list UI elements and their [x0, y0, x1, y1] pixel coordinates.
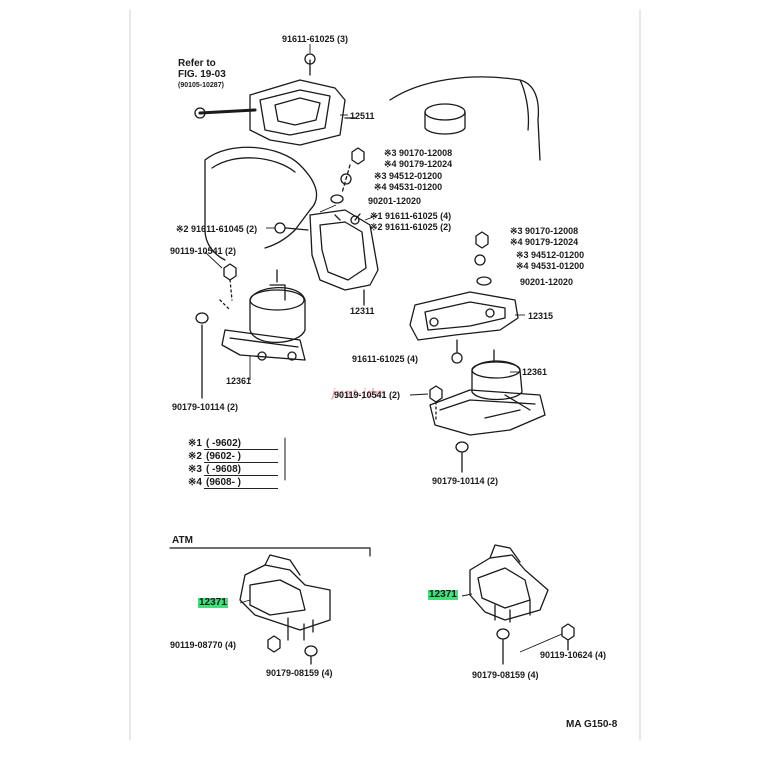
label-12361-right: 12361	[522, 367, 548, 377]
label-12361-left: 12361	[226, 376, 252, 386]
label-12311: 12311	[350, 306, 375, 316]
engine-block-outline	[204, 146, 318, 261]
transmission-outline	[389, 76, 541, 161]
watermark: just-jdm	[332, 386, 387, 400]
label-90179-12024-b: ※4 90179-12024	[510, 237, 579, 247]
mount-12361-left-shape	[249, 287, 306, 343]
bracket-12315-shape	[409, 291, 519, 341]
label-90201-12020-a: 90201-12020	[368, 196, 422, 206]
label-94512-01200-a: ※3 94512-01200	[374, 171, 443, 181]
key-row-4: ※4(9608- )	[188, 477, 278, 489]
label-90119-08770: 90119-08770 (4)	[170, 640, 237, 650]
label-12371-left: 12371	[198, 597, 228, 608]
bracket-12311-shape	[309, 209, 379, 291]
bracket-12511-shape	[249, 79, 346, 146]
label-90119-10541-top: 90119-10541 (2)	[170, 246, 237, 256]
label-91611-61045-2: ※2 91611-61045 (2)	[176, 224, 258, 234]
key-row-2: ※2(9602- )	[188, 451, 278, 463]
cap-shape	[424, 103, 466, 121]
label-12371-right: 12371	[428, 589, 458, 600]
label-94512-01200-b: ※3 94512-01200	[516, 250, 585, 260]
label-12511: 12511	[350, 111, 375, 121]
label-90201-12020-b: 90201-12020	[520, 277, 574, 287]
label-91611-61025-4a: ※1 91611-61025 (4)	[370, 211, 452, 221]
key-row-3: ※3( -9608)	[188, 464, 278, 476]
key-range-2: (9602- )	[204, 451, 278, 463]
label-90179-08159-left: 90179-08159 (4)	[266, 668, 333, 678]
label-90170-12008-b: ※3 90170-12008	[510, 226, 579, 236]
label-90119-10624: 90119-10624 (4)	[540, 650, 607, 660]
key-row-1: ※1( -9602)	[188, 438, 278, 450]
label-94531-01200-a: ※4 94531-01200	[374, 182, 443, 192]
label-91611-61025-3: 91611-61025 (3)	[282, 34, 349, 44]
label-94531-01200-b: ※4 94531-01200	[516, 261, 585, 271]
key-sym-3: ※3	[188, 464, 202, 475]
label-91611-61025-4b: 91611-61025 (4)	[352, 354, 419, 364]
ref-note-line2: FIG. 19-03	[178, 69, 226, 80]
key-sym-2: ※2	[188, 451, 202, 462]
label-12315: 12315	[528, 311, 554, 321]
key-range-1: ( -9602)	[204, 438, 278, 450]
key-sym-1: ※1	[188, 438, 202, 449]
mount-12371-right-shape	[469, 554, 549, 621]
ref-note-line1: Refer to	[178, 58, 216, 69]
label-90179-10114-right: 90179-10114 (2)	[432, 476, 499, 486]
label-90179-08159-right: 90179-08159 (4)	[472, 670, 539, 680]
ref-note-line3: (90105-10287)	[178, 82, 224, 89]
key-sym-4: ※4	[188, 477, 202, 488]
label-91611-61025-2: ※2 91611-61025 (2)	[370, 222, 452, 232]
label-90170-12008-a: ※3 90170-12008	[384, 148, 453, 158]
label-90179-12024-a: ※4 90179-12024	[384, 159, 453, 169]
footer-code: MA G150-8	[566, 719, 618, 730]
label-90179-10114-left: 90179-10114 (2)	[172, 402, 239, 412]
mount-12371-left-shape	[239, 564, 331, 631]
key-range-3: ( -9608)	[204, 464, 278, 476]
key-range-4: (9608- )	[204, 477, 278, 489]
label-90119-10541-mid: 90119-10541 (2)	[334, 390, 401, 400]
label-atm: ATM	[172, 535, 193, 546]
